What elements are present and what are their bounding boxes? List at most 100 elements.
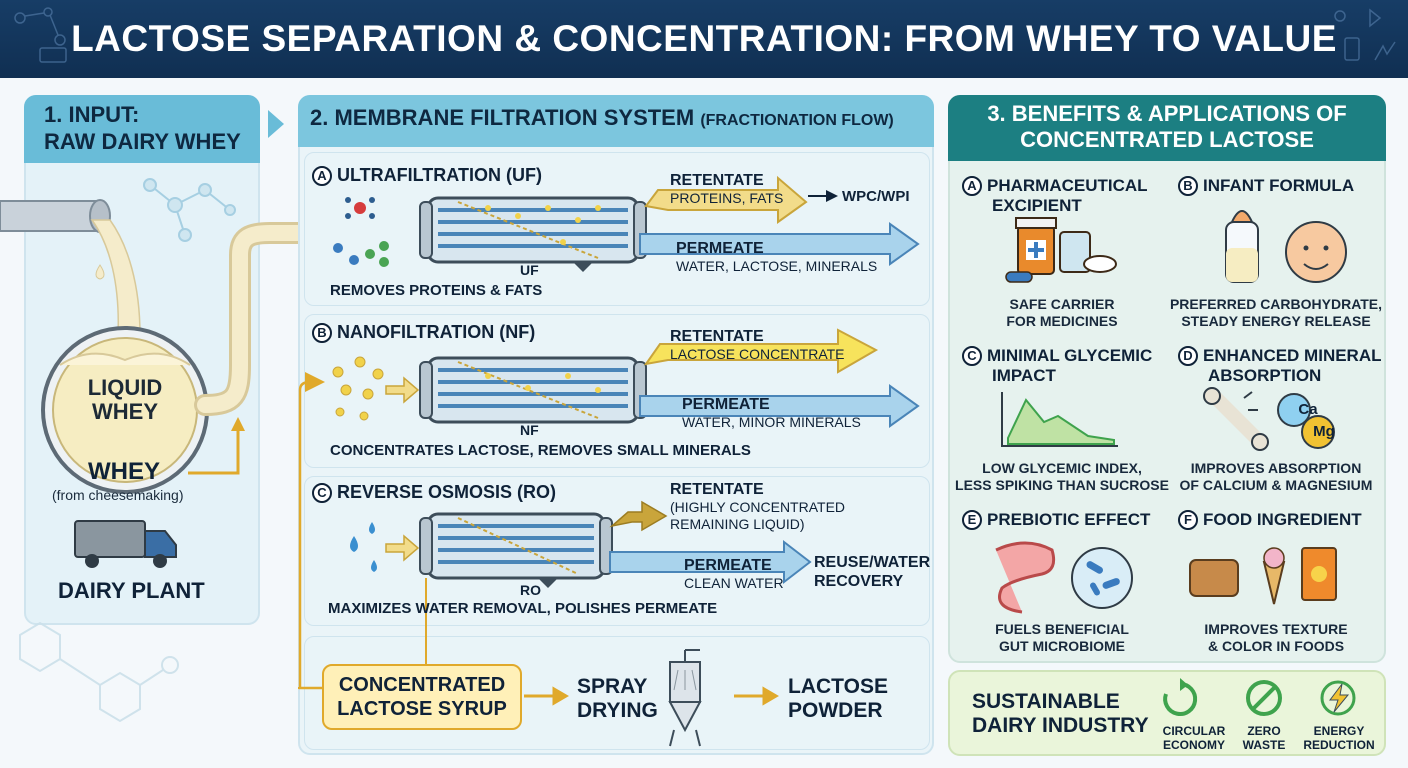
nf-permeate-arrow [639, 384, 920, 428]
nf-membrane-module [419, 356, 647, 424]
uf-permeate-arrow [639, 222, 920, 266]
ro-output: REUSE/WATER RECOVERY [814, 553, 930, 591]
sustain-circular-line1: CIRCULAR [1162, 724, 1226, 738]
sustain-panel [948, 670, 1386, 756]
uf-feed-particles [333, 197, 389, 267]
input-heading-line2: RAW DAIRY WHEY [44, 129, 241, 154]
nf-title-text: NANOFILTRATION (NF) [337, 322, 536, 342]
uf-title-text: ULTRAFILTRATION (UF) [337, 165, 542, 185]
benefit-f-letter: F [1178, 510, 1198, 530]
nf-feed-arrow [385, 376, 420, 404]
milk-carton-icon [1344, 37, 1360, 61]
benefit-b-letter: B [1178, 176, 1198, 196]
ro-permeate-arrow [609, 539, 812, 585]
membrane-heading-main: 2. MEMBRANE FILTRATION SYSTEM [310, 105, 695, 130]
whey-pipe [0, 200, 101, 232]
input-panel-header [24, 95, 260, 163]
sustain-zero-line1: ZERO [1247, 724, 1281, 738]
drop-icon [1334, 10, 1346, 22]
nf-tag: NF [520, 422, 539, 438]
recycle-icon [1163, 678, 1198, 716]
benefit-f-title-line1: FOOD INGREDIENT [1203, 510, 1362, 529]
plant-label: DAIRY PLANT [58, 578, 205, 603]
benefit-e-cap-line1: FUELS BENEFICIAL [995, 621, 1129, 637]
gut-microbiome-icon [995, 541, 1133, 614]
benefit-b-caption: PREFERRED CARBOHYDRATE,STEADY ENERGY REL… [1166, 296, 1386, 330]
uf-letter: A [312, 166, 332, 186]
chevron-right-icon [268, 110, 284, 138]
benefit-d-title-line2: ABSORPTION [1208, 366, 1322, 385]
benefit-a-cap-line1: SAFE CARRIER [1009, 296, 1115, 312]
ro-retentate-detail: (HIGHLY CONCENTRATED REMAINING LIQUID) [670, 499, 845, 533]
sustain-title-line2: DAIRY INDUSTRY [972, 714, 1149, 737]
benefit-b-title-line1: INFANT FORMULA [1203, 176, 1355, 195]
benefits-panel-header [948, 95, 1386, 161]
benefit-a-letter: A [962, 176, 982, 196]
uf-membrane-module [419, 196, 647, 272]
ro-permeate-detail: CLEAN WATER [684, 575, 784, 591]
tank-label-line2: WHEY [92, 399, 158, 424]
benefit-c-title-line2: IMPACT [992, 366, 1056, 385]
whey-label: WHEY [88, 458, 160, 485]
syrup-line2: LACTOSE SYRUP [337, 698, 507, 720]
benefit-f-title: F FOOD INGREDIENT [1178, 510, 1362, 530]
molecule-icon [14, 12, 26, 24]
syrup-line1: CONCENTRATED [338, 674, 506, 696]
truck-icon [74, 520, 177, 568]
benefit-d-title-line1: ENHANCED MINERAL [1203, 346, 1382, 365]
sustain-icons [1163, 678, 1356, 716]
ro-output-line2: RECOVERY [814, 573, 904, 590]
baby-face-icon [1285, 221, 1347, 283]
final-flow-arrows [524, 686, 779, 706]
nf-permeate-label: PERMEATE [682, 396, 770, 413]
tank-label-line1: LIQUID [87, 375, 163, 400]
nf-feed-particles [332, 356, 384, 421]
powder-label: LACTOSE POWDER [788, 675, 888, 723]
uf-retentate-detail: PROTEINS, FATS [670, 190, 784, 206]
pill-bottles-icon [1005, 217, 1117, 283]
uf-retentate-output: WPC/WPI [842, 188, 910, 205]
sustain-energy-line1: ENERGY [1313, 724, 1365, 738]
ro-feed-arrow [385, 534, 420, 562]
sustain-energy-line2: REDUCTION [1303, 738, 1375, 752]
uf-retentate-arrow [644, 175, 808, 224]
powder-line2: POWDER [788, 699, 883, 722]
sustain-title-line1: SUSTAINABLE [972, 690, 1120, 713]
benefits-heading-line1: 3. BENEFITS & APPLICATIONS OF [987, 101, 1347, 126]
ro-caption: MAXIMIZES WATER REMOVAL, POLISHES PERMEA… [328, 600, 718, 617]
header-decor [14, 7, 1396, 63]
nf-retentate-detail: LACTOSE CONCENTRATE [670, 346, 845, 362]
whey-sub: (from cheesemaking) [52, 487, 184, 503]
uf-caption: REMOVES PROTEINS & FATS [330, 282, 543, 299]
truck-icon [39, 47, 67, 63]
membrane-diagram [298, 175, 920, 747]
ro-retentate-label: RETENTATE [670, 481, 764, 498]
input-heading: 1. INPUT: RAW DAIRY WHEY [44, 101, 241, 155]
whey-source-arrow [188, 427, 240, 475]
ro-letter: C [312, 483, 332, 503]
benefit-b-cap-line2: STEADY ENERGY RELEASE [1181, 313, 1371, 329]
zero-waste-icon [1246, 680, 1282, 716]
benefit-d-cap-line2: OF CALCIUM & MAGNESIUM [1179, 477, 1373, 493]
membrane-heading: 2. MEMBRANE FILTRATION SYSTEM (FRACTIONA… [310, 105, 894, 131]
benefit-d-letter: D [1178, 346, 1198, 366]
ro-retentate-detail-line2: REMAINING LIQUID) [670, 516, 805, 532]
magnesium-label: Mg [1313, 423, 1335, 440]
nf-retentate-label: RETENTATE [670, 328, 764, 345]
benefit-e-title-line1: PREBIOTIC EFFECT [987, 510, 1151, 529]
membrane-panel-header [298, 95, 934, 147]
benefit-f-cap-line1: IMPROVES TEXTURE [1204, 621, 1348, 637]
syrup-label: CONCENTRATED LACTOSE SYRUP [322, 673, 522, 721]
syrup-box [322, 664, 522, 730]
powder-line1: LACTOSE [788, 675, 888, 698]
